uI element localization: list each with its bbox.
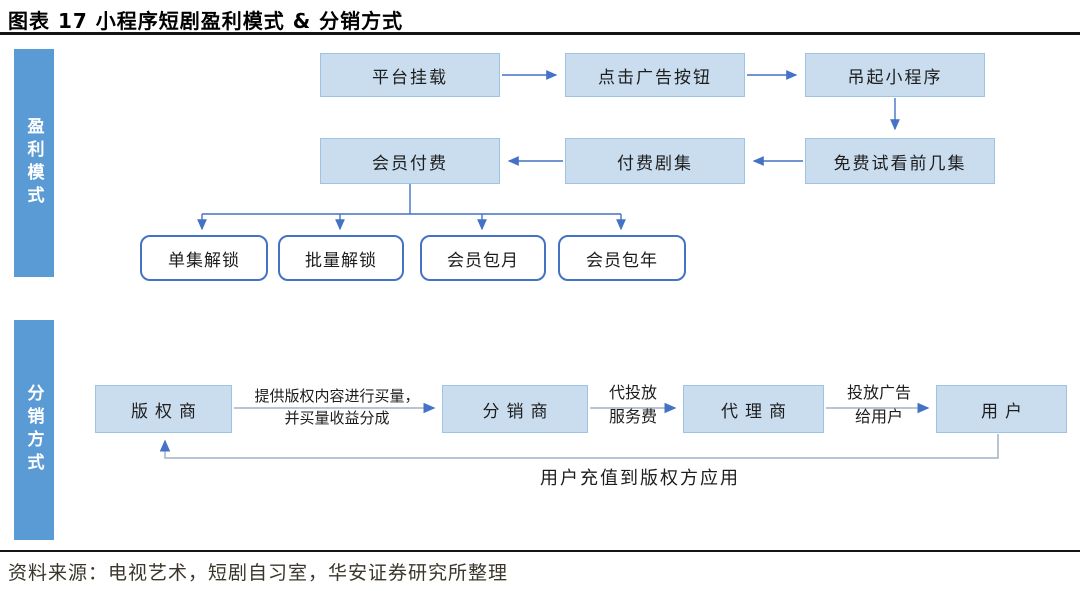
source-attribution: 资料来源：电视艺术，短剧自习室，华安证券研究所整理 — [8, 562, 509, 584]
branch-trunk-membership-options — [202, 184, 621, 215]
figure-title: 图表 17 小程序短剧盈利模式 & 分销方式 — [8, 9, 404, 33]
node-click-ad-button: 点击广告按钮 — [565, 53, 745, 97]
edge-label-provide-content-line1: 提供版权内容进行买量， — [254, 387, 420, 405]
node-user: 用户 — [936, 385, 1067, 433]
node-single-episode-unlock: 单集解锁 — [140, 235, 268, 281]
node-membership-payment: 会员付费 — [320, 138, 500, 184]
section-bar-distribution: 分销方式 — [14, 320, 54, 540]
edge-label-agency-fee-line2: 服务费 — [608, 407, 657, 426]
node-platform-mount: 平台挂载 — [320, 53, 500, 97]
arrow-user-recharge-return — [159, 434, 999, 459]
node-distributor: 分销商 — [442, 385, 588, 433]
source-divider-rule — [0, 550, 1080, 552]
node-agent: 代理商 — [683, 385, 824, 433]
node-yearly-membership: 会员包年 — [558, 235, 686, 281]
node-copyright-owner: 版权商 — [95, 385, 232, 433]
edge-label-provide-content: 提供版权内容进行买量， 并买量收益分成 — [236, 385, 438, 429]
node-paid-episodes: 付费剧集 — [565, 138, 745, 184]
edge-label-place-ads-line2: 给用户 — [854, 407, 903, 426]
node-monthly-membership: 会员包月 — [420, 235, 546, 281]
node-free-trial-episodes: 免费试看前几集 — [805, 138, 995, 184]
edge-label-place-ads: 投放广告 给用户 — [836, 381, 922, 429]
section-bar-profit-model: 盈利模式 — [14, 49, 54, 277]
edge-label-agency-fee-line1: 代投放 — [608, 383, 657, 402]
title-divider-rule — [0, 32, 1080, 35]
node-batch-unlock: 批量解锁 — [278, 235, 404, 281]
node-launch-miniprogram: 吊起小程序 — [805, 53, 985, 97]
edge-label-user-recharge: 用户充值到版权方应用 — [540, 468, 740, 489]
edge-label-place-ads-line1: 投放广告 — [846, 383, 911, 402]
edge-label-provide-content-line2: 并买量收益分成 — [284, 409, 390, 427]
edge-label-agency-fee: 代投放 服务费 — [597, 381, 669, 429]
